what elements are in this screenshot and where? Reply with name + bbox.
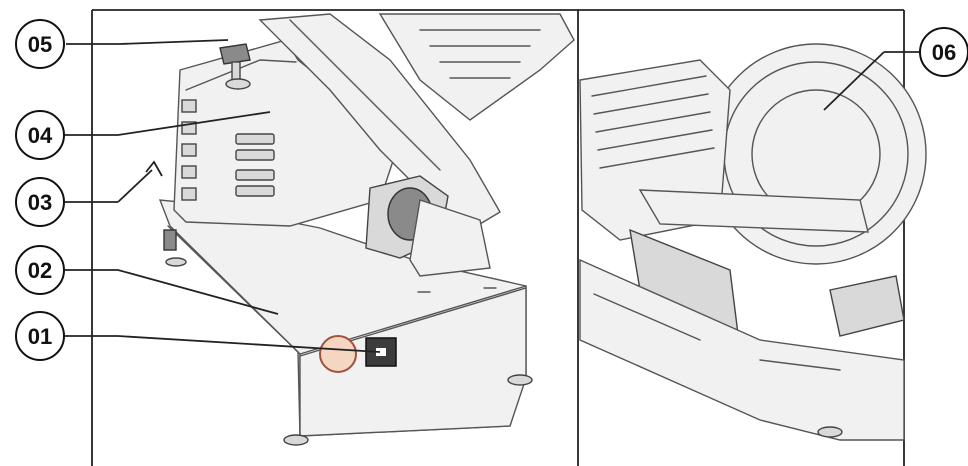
callout-05: 05 — [15, 19, 65, 69]
leader-04b — [117, 111, 271, 136]
callout-label-04: 04 — [28, 123, 53, 148]
leader-lines — [64, 39, 930, 353]
leader-02b — [117, 269, 279, 315]
leader-05b — [119, 39, 229, 45]
callout-04: 04 — [15, 110, 65, 160]
callout-03: 03 — [15, 177, 65, 227]
callout-label-06: 06 — [932, 40, 956, 65]
callout-01: 01 — [15, 311, 65, 361]
leader-03b — [117, 169, 153, 203]
leader-06b — [823, 51, 885, 111]
callout-02: 02 — [15, 245, 65, 295]
callout-label-02: 02 — [28, 258, 52, 283]
indicator-light — [319, 335, 357, 373]
slicer-left-view — [145, 13, 575, 446]
callout-label-03: 03 — [28, 190, 52, 215]
callout-label-05: 05 — [28, 32, 52, 57]
slicer-right-view — [579, 43, 927, 441]
callout-label-01: 01 — [28, 324, 52, 349]
callout-06: 06 — [919, 27, 968, 77]
leader-01b — [117, 335, 381, 353]
